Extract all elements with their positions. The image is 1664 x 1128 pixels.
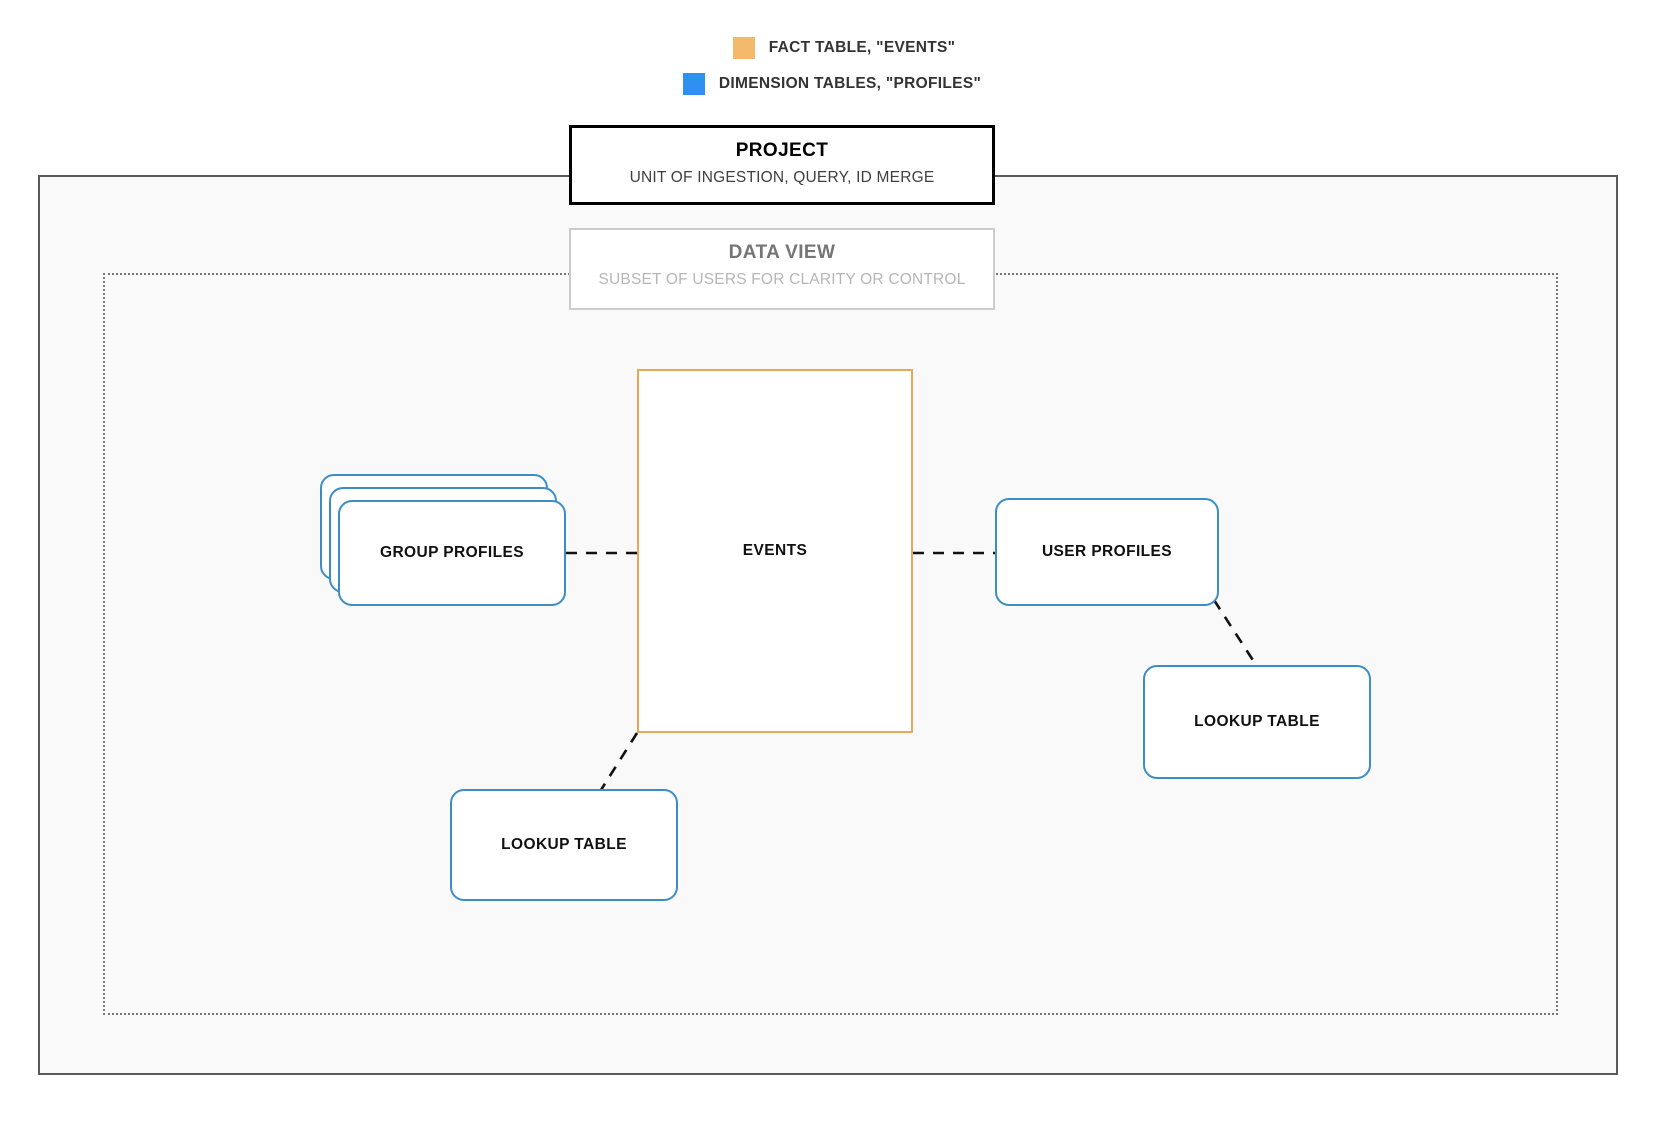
legend-label-fact-table: FACT TABLE, "EVENTS" (768, 39, 956, 56)
data-view-title-box: DATA VIEW SUBSET OF USERS FOR CLARITY OR… (569, 228, 995, 310)
dimension-tables-swatch-icon (682, 73, 705, 95)
node-lookup-table-left[interactable]: LOOKUP TABLE (450, 789, 678, 901)
project-title-text: PROJECT (735, 140, 829, 161)
data-view-subtitle-text: SUBSET OF USERS FOR CLARITY OR CONTROL (598, 271, 966, 288)
data-view-title-text: DATA VIEW (728, 242, 836, 263)
legend-item-dimension-tables: DIMENSION TABLES, "PROFILES" (0, 66, 1664, 102)
node-user-profiles[interactable]: USER PROFILES (995, 498, 1219, 606)
legend-label-dimension-tables: DIMENSION TABLES, "PROFILES" (718, 75, 982, 92)
legend: FACT TABLE, "EVENTS" DIMENSION TABLES, "… (0, 30, 1664, 102)
node-group-profiles-label: GROUP PROFILES (380, 544, 524, 561)
node-events[interactable]: EVENTS (637, 369, 913, 733)
node-group-profiles[interactable]: GROUP PROFILES (338, 500, 566, 606)
fact-table-swatch-icon (732, 37, 755, 59)
node-lookup-table-right[interactable]: LOOKUP TABLE (1143, 665, 1371, 779)
node-events-label: EVENTS (742, 542, 808, 559)
legend-item-fact-table: FACT TABLE, "EVENTS" (0, 30, 1664, 66)
project-title-box: PROJECT UNIT OF INGESTION, QUERY, ID MER… (569, 125, 995, 205)
node-lookup-table-right-label: LOOKUP TABLE (1194, 713, 1320, 730)
node-lookup-table-left-label: LOOKUP TABLE (501, 836, 627, 853)
project-subtitle-text: UNIT OF INGESTION, QUERY, ID MERGE (629, 169, 935, 186)
node-user-profiles-label: USER PROFILES (1041, 543, 1173, 560)
